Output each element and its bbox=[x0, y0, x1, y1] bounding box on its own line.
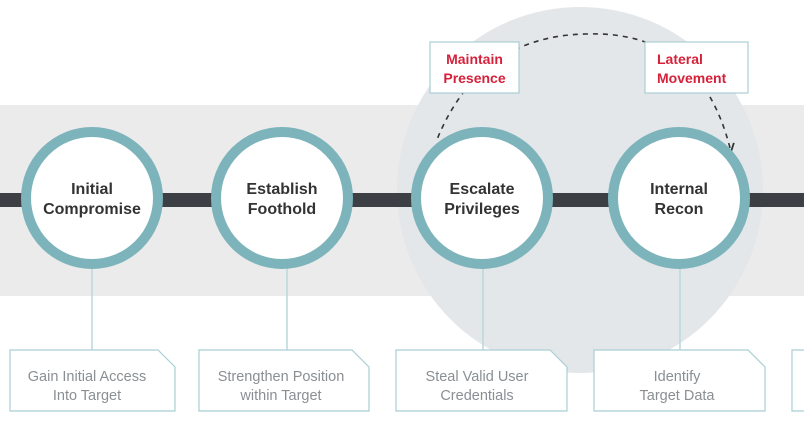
description-card-2: Strengthen Position within Target bbox=[198, 349, 370, 412]
description-card-1: Gain Initial Access Into Target bbox=[9, 349, 176, 412]
stage-label-line1: Internal bbox=[650, 181, 708, 198]
card-shape bbox=[593, 349, 766, 412]
card-shape bbox=[198, 349, 370, 412]
card-shape bbox=[395, 349, 568, 412]
description-card-4: Identify Target Data bbox=[593, 349, 766, 412]
card-text-line1: Identify bbox=[654, 369, 701, 385]
card-text-line2: Credentials bbox=[440, 388, 513, 404]
timeline-bar bbox=[0, 193, 804, 207]
stage-circle bbox=[21, 127, 163, 269]
stage-circle bbox=[211, 127, 353, 269]
stage-establish-foothold: Establish Foothold bbox=[211, 127, 353, 269]
loop-halo bbox=[397, 7, 763, 373]
card-text-line1: Steal Valid User bbox=[426, 369, 529, 385]
stage-initial-compromise: Initial Compromise bbox=[21, 127, 163, 269]
stage-label-line1: Escalate bbox=[450, 181, 515, 198]
card-text-line2: Into Target bbox=[53, 388, 121, 404]
loop-label-line1: Maintain bbox=[446, 51, 503, 67]
stage-label-line2: Recon bbox=[655, 201, 704, 218]
card-text-line1: Strengthen Position bbox=[218, 369, 345, 385]
card-text-line2: Target Data bbox=[640, 388, 716, 404]
stage-internal-recon: Internal Recon bbox=[608, 127, 750, 269]
stage-label-line1: Initial bbox=[71, 181, 113, 198]
card-shape bbox=[9, 349, 176, 412]
loop-label-box bbox=[644, 41, 749, 94]
stage-label-line2: Foothold bbox=[248, 201, 316, 218]
loop-label-line2: Movement bbox=[657, 70, 727, 86]
stage-circle bbox=[608, 127, 750, 269]
loop-label-box bbox=[429, 41, 520, 94]
stage-circle bbox=[411, 127, 553, 269]
card-text-line1: Gain Initial Access bbox=[28, 369, 146, 385]
stage-escalate-privileges: Escalate Privileges bbox=[411, 127, 553, 269]
card-text-line2: within Target bbox=[239, 388, 321, 404]
loop-label-line2: Presence bbox=[443, 70, 505, 86]
stage-label-line2: Compromise bbox=[43, 201, 141, 218]
loop-label-lateral-movement: Lateral Movement bbox=[644, 41, 749, 94]
description-card-3: Steal Valid User Credentials bbox=[395, 349, 568, 412]
description-card-next-partial bbox=[791, 349, 804, 412]
loop-label-maintain-presence: Maintain Presence bbox=[429, 41, 520, 94]
stage-label-line2: Privileges bbox=[444, 201, 520, 218]
loop-label-line1: Lateral bbox=[657, 51, 703, 67]
stage-label-line1: Establish bbox=[246, 181, 317, 198]
